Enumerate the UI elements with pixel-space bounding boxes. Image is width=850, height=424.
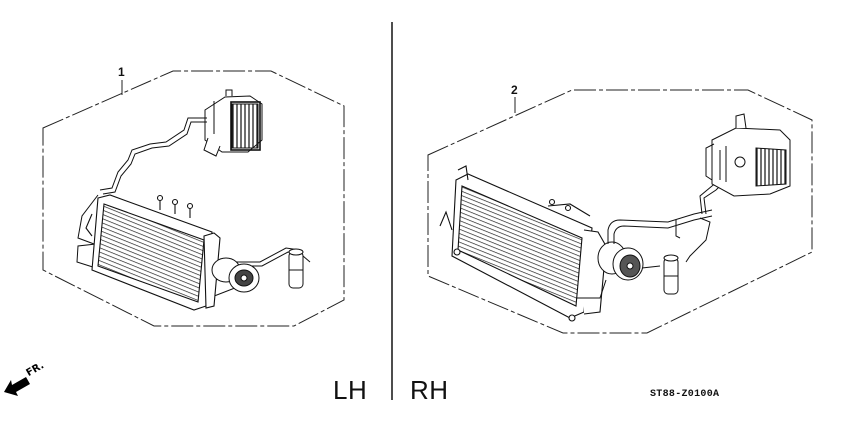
lh-kit-group <box>42 70 345 327</box>
lh-compressor <box>211 257 260 293</box>
lh-side-label: LH <box>333 375 368 405</box>
lh-callout-number: 1 <box>118 65 125 79</box>
lh-kit-boundary <box>42 70 345 327</box>
rh-receiver-drier <box>663 254 679 295</box>
rh-kit-boundary <box>427 89 813 334</box>
rh-side-label: RH <box>410 375 449 405</box>
lh-evaporator-unit <box>203 89 263 157</box>
lh-receiver-drier <box>288 248 311 289</box>
rh-evaporator-unit <box>705 113 791 197</box>
front-direction-arrow-icon <box>4 377 30 396</box>
rh-callout-number: 2 <box>511 83 518 97</box>
reference-code: ST88-Z0100A <box>650 389 720 400</box>
rh-kit-group <box>427 89 813 334</box>
lh-condenser <box>85 194 221 311</box>
rh-compressor <box>576 241 644 299</box>
